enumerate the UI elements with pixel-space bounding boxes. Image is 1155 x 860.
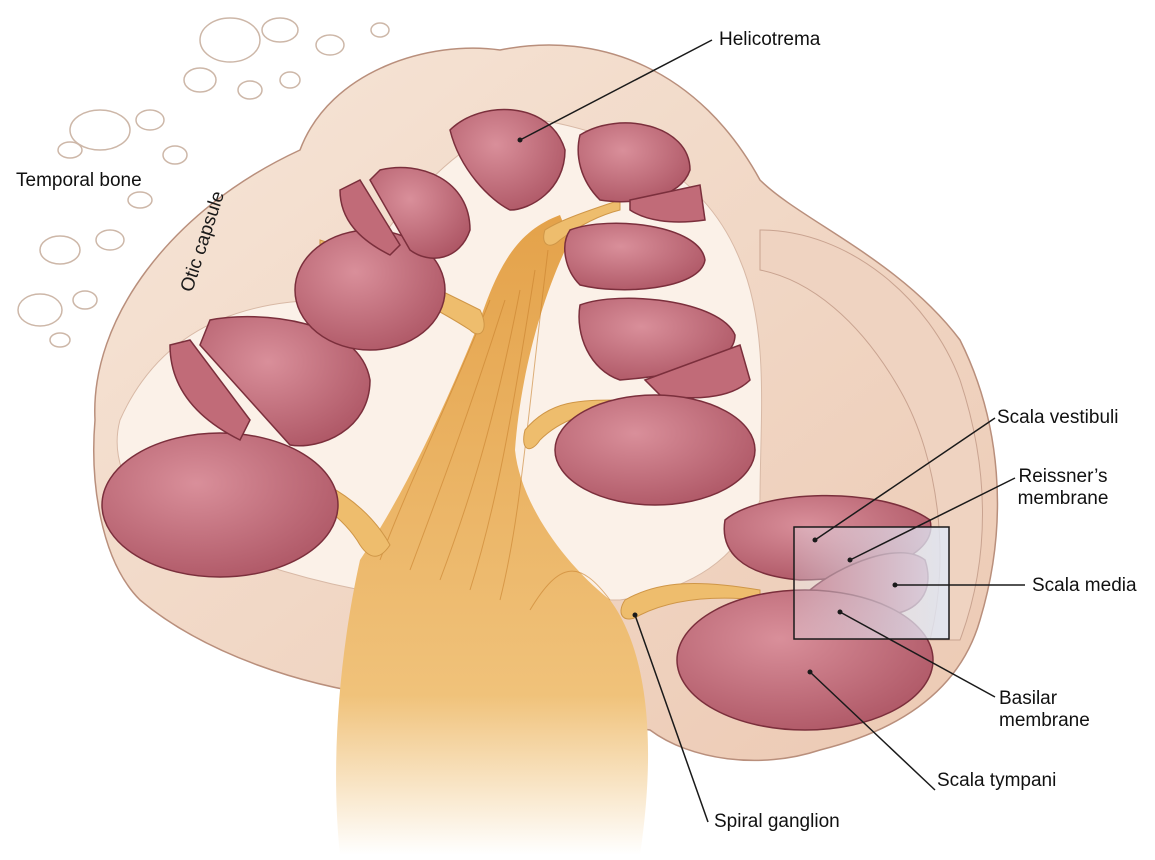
temporal-bone-label: Temporal bone <box>16 170 142 192</box>
spiral-ganglion-label: Spiral ganglion <box>714 811 840 833</box>
scala-tympani-left-basal <box>102 433 338 577</box>
scala-tympani-right-mid <box>555 395 755 505</box>
basilar-membrane-line1: Basilar <box>999 688 1090 710</box>
scala-vestibuli-label: Scala vestibuli <box>997 407 1118 429</box>
scala-media-label: Scala media <box>1032 575 1137 597</box>
detail-box <box>794 527 949 639</box>
basilar-membrane-line2: membrane <box>999 710 1090 732</box>
reissners-membrane-line1: Reissner’s <box>1013 466 1113 488</box>
reissners-membrane-label: Reissner’s membrane <box>1013 466 1113 510</box>
basilar-membrane-label: Basilar membrane <box>999 688 1090 732</box>
scala-tympani-label: Scala tympani <box>937 770 1056 792</box>
helicotrema-label: Helicotrema <box>719 29 820 51</box>
reissners-membrane-line2: membrane <box>1013 488 1113 510</box>
